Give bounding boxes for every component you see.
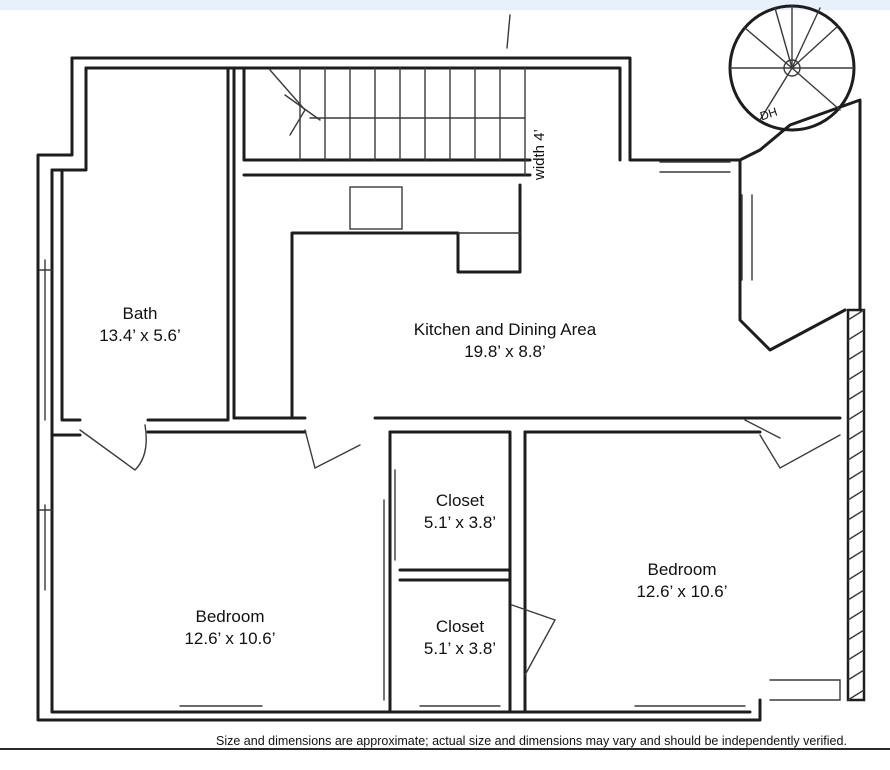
bottom-windows [39,259,746,707]
room-label-bedroom-right: Bedroom 12.6’ x 10.6’ [612,559,752,603]
room-size: 12.6’ x 10.6’ [636,582,728,601]
room-name: Closet [435,617,485,636]
room-label-closet-upper: Closet 5.1’ x 3.8’ [405,490,515,534]
room-label-bath: Bath 13.4’ x 5.6’ [85,303,195,347]
room-size: 5.1’ x 3.8’ [423,639,497,658]
room-name: Bedroom [647,560,717,579]
room-label-bedroom-left: Bedroom 12.6’ x 10.6’ [160,606,300,650]
room-label-kitchen: Kitchen and Dining Area 19.8’ x 8.8’ [380,319,630,363]
room-size: 12.6’ x 10.6’ [184,629,276,648]
top-banner-strip [0,0,890,10]
room-label-closet-lower: Closet 5.1’ x 3.8’ [405,616,515,660]
room-size: 19.8’ x 8.8’ [464,342,546,361]
room-name: Bath [122,304,158,323]
spiral-stair [728,4,856,132]
bottom-strip [0,748,890,770]
kitchen-fixtures [290,183,522,420]
room-name: Closet [435,491,485,510]
room-size: 5.1’ x 3.8’ [423,513,497,532]
room-name: Bedroom [195,607,265,626]
middle-walls [232,416,842,607]
staircase [232,14,532,420]
right-wall-bay [659,158,866,702]
disclaimer-text: Size and dimensions are approximate; act… [216,734,847,748]
stair-width-note: width 4’ [531,129,548,180]
room-name: Kitchen and Dining Area [413,320,597,339]
bath-walls [50,66,307,471]
closet-walls [383,430,557,714]
room-size: 13.4’ x 5.6’ [99,326,181,345]
